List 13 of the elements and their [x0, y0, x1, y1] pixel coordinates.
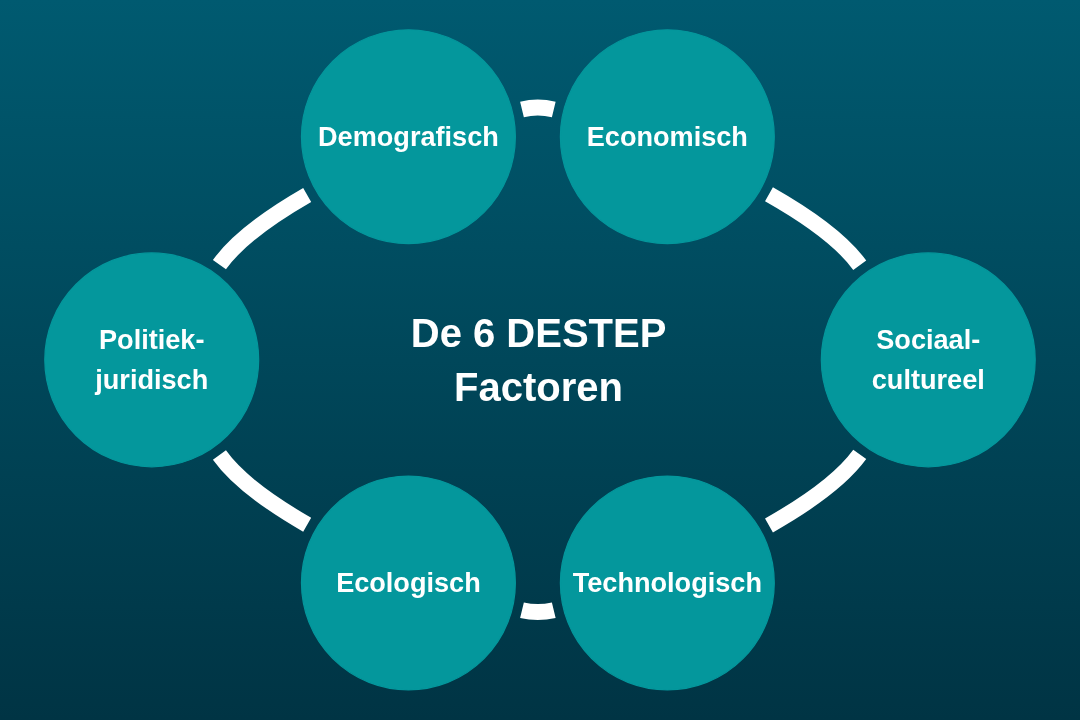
ring-connector [764, 449, 867, 533]
ring-connector [520, 99, 556, 118]
ring-connector [213, 450, 312, 532]
ring-connector [764, 187, 867, 271]
node-label: Ecologisch [336, 566, 481, 601]
ring-connector [520, 602, 556, 621]
node-label: Economisch [586, 120, 748, 155]
diagram-title: De 6 DESTEP Factoren [409, 310, 668, 411]
node-label: Sociaal-cultureel [870, 323, 986, 398]
node-label: Politiek-juridisch [93, 323, 210, 398]
ring-connector [213, 188, 312, 270]
node-label: Technologisch [572, 566, 762, 601]
node-label: Demografisch [318, 120, 499, 155]
